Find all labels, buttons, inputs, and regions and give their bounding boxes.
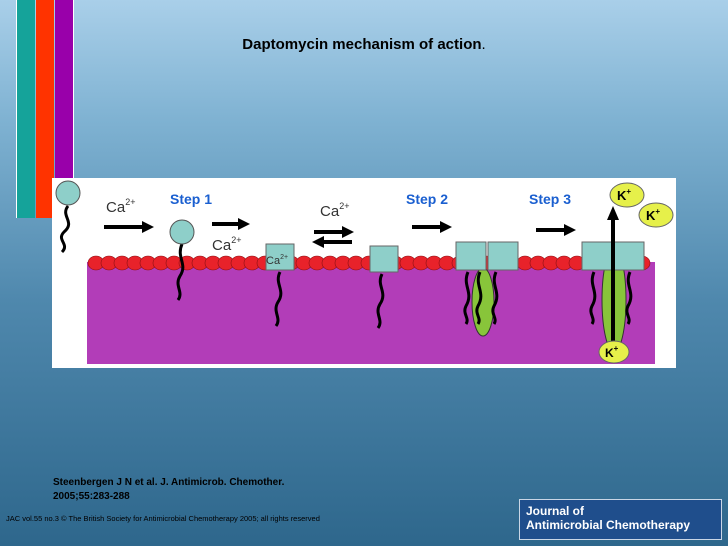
stripe-red: [36, 0, 54, 218]
oligomer-tail-3: [491, 271, 499, 325]
calcium-bound-daptomycin: [265, 243, 295, 271]
potassium-ion-3: K+: [598, 340, 630, 364]
svg-text:K+: K+: [605, 344, 619, 360]
arrow-right-3: [412, 221, 452, 233]
citation: Steenbergen J N et al. J. Antimicrob. Ch…: [53, 476, 284, 504]
mechanism-diagram: Ca2+ Step 1 Ca2+ Ca2+ Ca2+ Step 2: [52, 178, 676, 368]
oligomer-subunit-left: [455, 241, 487, 271]
calcium-bound-tail: [274, 271, 283, 327]
free-daptomycin-head: [55, 180, 81, 206]
membrane-bilayer: [87, 262, 655, 364]
lipid-head-row: [87, 255, 651, 271]
calcium-label-1: Ca2+: [106, 197, 135, 216]
arrow-right-1: [104, 221, 154, 233]
step1-daptomycin-head: [169, 219, 195, 245]
calcium-label-3: Ca2+: [320, 201, 349, 220]
oligomer-subunit-right: [487, 241, 519, 271]
pore-subunit-right: [613, 241, 645, 271]
pore-forming-oligomer: [471, 267, 495, 337]
potassium-ion-1: K+: [609, 182, 645, 208]
calcium-label-2: Ca2+: [212, 235, 241, 254]
pore-tail-2: [625, 271, 633, 325]
step1-label: Step 1: [170, 191, 212, 207]
slide-title-period: .: [481, 36, 486, 53]
arrow-right-4: [536, 224, 576, 236]
stripe-teal: [17, 0, 35, 218]
journal-logo: Journal of Antimicrobial Chemotherapy: [519, 499, 722, 540]
calcium-bound-label: Ca2+: [266, 254, 288, 267]
svg-text:K+: K+: [617, 187, 631, 203]
mechanism-diagram-svg: Ca2+ Step 1 Ca2+ Ca2+ Ca2+ Step 2: [55, 180, 674, 364]
slide-title: Daptomycin mechanism of action.: [0, 36, 728, 53]
journal-logo-line-2: Antimicrobial Chemotherapy: [526, 518, 691, 532]
step1-daptomycin-tail: [176, 243, 185, 301]
pore-subunit-left: [581, 241, 613, 271]
svg-text:K+: K+: [646, 207, 660, 223]
decorative-stripes: [16, 0, 74, 218]
copyright-notice: JAC vol.55 no.3 © The British Society fo…: [6, 514, 320, 523]
oligomer-tail-1: [463, 271, 471, 325]
equilibrium-arrows: [312, 226, 354, 248]
step3-label: Step 3: [529, 191, 571, 207]
oligomer-tail-2: [475, 271, 483, 325]
pore-tail-1: [589, 271, 597, 325]
journal-logo-line-1: Journal of: [526, 504, 585, 518]
inserted-daptomycin: [369, 245, 399, 273]
step2-label: Step 2: [406, 191, 448, 207]
stripe-purple: [55, 0, 73, 218]
citation-line-2: 2005;55:283-288: [53, 491, 130, 502]
potassium-efflux-arrow: [607, 206, 619, 343]
citation-line-1: Steenbergen J N et al. J. Antimicrob. Ch…: [53, 477, 285, 488]
potassium-ion-2: K+: [638, 202, 674, 228]
free-daptomycin-tail: [59, 205, 71, 254]
inserted-daptomycin-tail: [376, 273, 385, 329]
slide-title-text: Daptomycin mechanism of action: [242, 36, 482, 53]
arrow-right-2: [212, 218, 250, 230]
